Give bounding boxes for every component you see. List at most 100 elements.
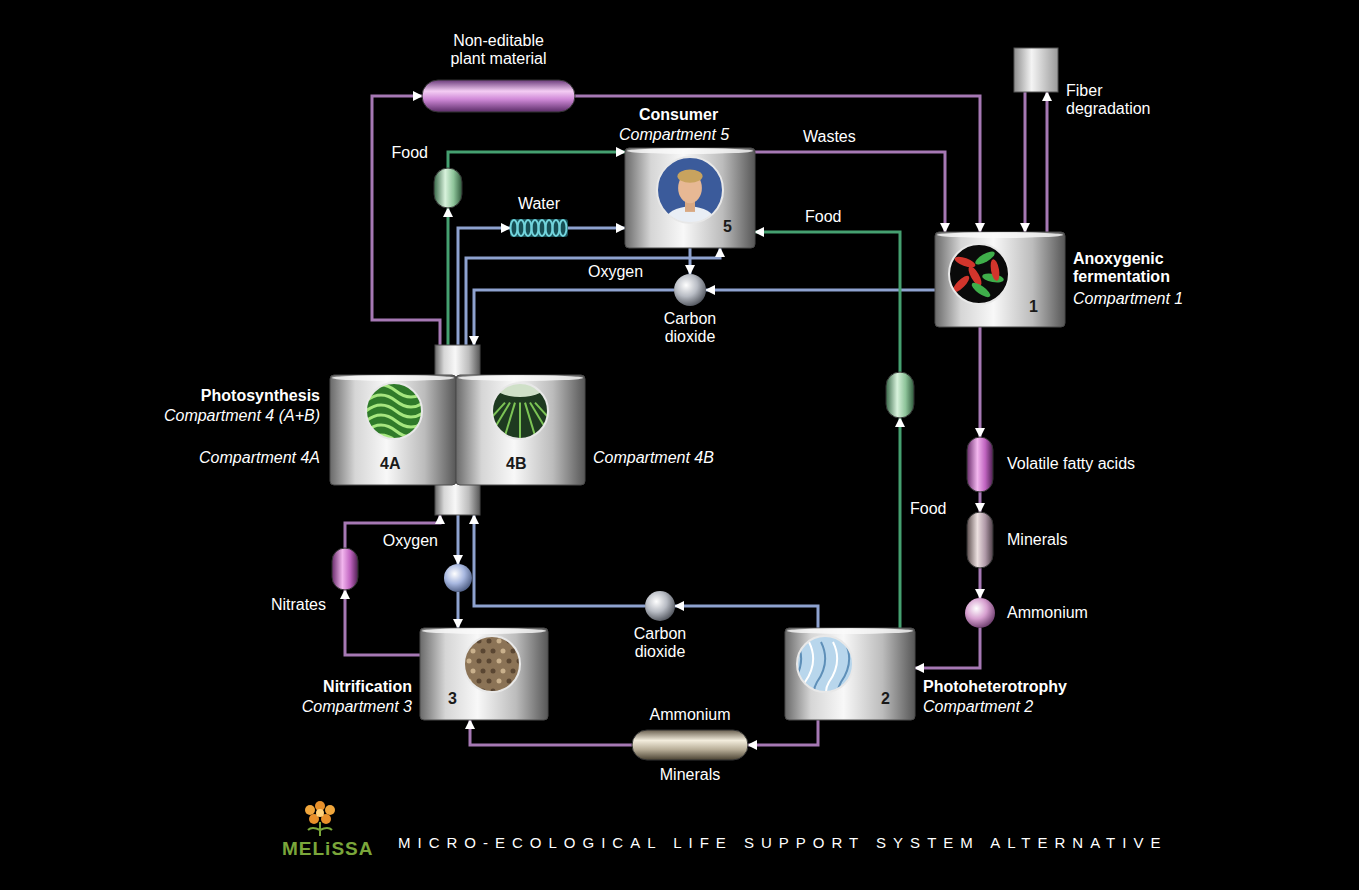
food-tank: Food [886,372,914,418]
plant-chamber: 4BCompartment 4B [456,375,585,485]
micrograph [366,383,426,447]
flow-line [372,96,440,345]
node-label: Ammonium [1007,604,1088,622]
photoheterotrophy-compartment: PhotoheterotrophyCompartment 22 [785,628,915,720]
compartment-number: 1 [1029,298,1038,316]
micrograph-ring [492,383,548,439]
flow-line [979,327,982,437]
flow-line [447,208,450,345]
node-label: Food [910,500,946,518]
nutrient-tank: AmmoniumMinerals [632,730,748,760]
sphere-shape [645,591,675,621]
compartment-title: Nitrification [250,678,412,696]
compartment-name: Compartment 5 [619,126,729,144]
photobioreactor: Compartment 4A4A [330,375,456,485]
node-label: Non-editable plant material [436,32,561,68]
micrograph-ring [949,244,1009,304]
flow-line [568,227,625,230]
compartment-number: 4B [506,455,526,473]
flow-line [1046,92,1049,232]
node-label: Ammonium [632,706,748,724]
flow-line [755,152,945,232]
compartment-name: Compartment 4 (A+B) [130,407,320,425]
flow-line [474,290,674,345]
photosynthesis-group: PhotosynthesisCompartment 4 (A+B)Compart… [330,345,585,515]
cyl-shape [625,148,755,248]
coil-shape [510,219,568,237]
logo-petals [305,801,335,824]
compartment-title: Photosynthesis [130,387,320,405]
flow-line [457,515,460,564]
flow-line [915,628,980,668]
plant-material-tank: Non-editable plant material [422,80,575,112]
node-label: Water [504,195,574,213]
acid-tank: Volatile fatty acids [967,437,993,492]
ammonium-sphere: Ammonium [965,598,995,628]
food-tank: Food [434,168,462,208]
tankV-shape [967,437,993,492]
logo-tagline: MICRO-ECOLOGICAL LIFE SUPPORT SYSTEM ALT… [398,834,1167,852]
node-label: Fiber degradation [1066,82,1166,118]
micrograph [949,244,1009,304]
oxygen-sphere: Oxygen [444,564,472,592]
flow-label: Food [802,208,844,226]
compartment-name: Compartment 3 [250,698,412,716]
flow-line [470,720,632,745]
tankH-shape [632,730,748,760]
tankV-shape [434,168,462,208]
consumer-compartment: ConsumerCompartment 55 [625,148,755,248]
node-label: Oxygen [382,532,438,550]
flow-line [457,592,460,628]
node-label: Carbon dioxide [644,310,736,346]
flow-line [689,248,692,274]
compartment-number: 3 [448,690,457,708]
tankH-shape [422,80,575,112]
box-shape [1014,48,1058,92]
mineral-tank: Minerals [967,512,993,568]
sphere-shape [965,598,995,628]
flow-line [748,720,818,745]
logo-stem [308,822,332,836]
tankV-shape [332,548,358,590]
compartment-number: 5 [723,218,732,236]
logo-flower [290,796,350,838]
compartment-title: Consumer [639,106,718,124]
compartment-title: Anoxygenic fermentation [1073,250,1198,286]
compartment-number: 4A [380,455,400,473]
compartment-title: Photoheterotrophy [923,678,1067,696]
flow-line [1024,92,1027,232]
flow-label: Wastes [800,128,859,146]
node-label: Minerals [1007,531,1067,549]
flow-label: Oxygen [585,263,646,281]
logo-wordmark: MELiSSA [282,838,373,860]
compartment-name: Compartment 2 [923,698,1033,716]
compartment-number: 2 [881,690,890,708]
micrograph-ring [797,636,853,692]
sphere-shape [674,274,706,306]
compartment-name: Compartment 4B [593,449,714,467]
compartment-name: Compartment 1 [1073,290,1183,308]
micrograph [472,369,568,439]
micrograph [657,157,723,236]
tankV-shape [886,372,914,418]
node-label: Carbon dioxide [614,625,706,661]
flow-line [474,515,645,606]
flow-line [979,492,982,512]
nitrate-tank: Nitrates [332,548,358,590]
micrograph [790,636,853,702]
sphere-shape [444,564,472,592]
flow-line [448,152,625,168]
cyl-shape [420,628,548,720]
gas-sphere: Carbon dioxide [645,591,675,621]
flow-line [979,568,982,598]
node-label: Nitrates [262,596,326,614]
fermentation-compartment: Anoxygenic fermentationCompartment 11 [935,232,1065,327]
gas-sphere: Carbon dioxide [674,274,706,306]
tankV-shape [967,512,993,568]
micrograph-ring [366,383,422,439]
node-label: Volatile fatty acids [1007,455,1135,473]
cyl-shape [935,232,1065,327]
node-label: Minerals [632,766,748,784]
micrograph [464,636,526,694]
